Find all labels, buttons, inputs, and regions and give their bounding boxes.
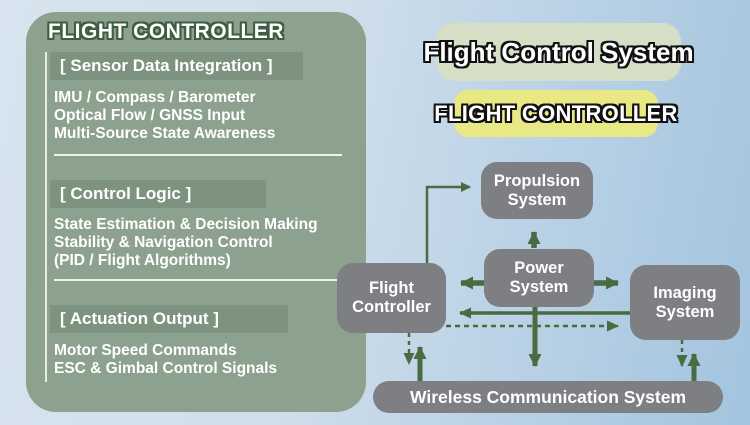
node-imaging-system: Imaging System <box>630 265 740 340</box>
arrow-flight-controller-to-propulsion <box>425 182 471 263</box>
section-divider <box>54 279 342 281</box>
panel-left-rule <box>45 52 47 382</box>
node-power-system: Power System <box>484 249 594 307</box>
flight-controller-badge: FLIGHT CONTROLLER <box>434 90 677 137</box>
sensor-line-3: Multi-Source State Awareness <box>54 125 276 142</box>
sensor-line-1: IMU / Compass / Barometer <box>54 89 256 106</box>
section-header-sensor-data-integration: [ Sensor Data Integration ] <box>50 52 303 80</box>
control-line-3: (PID / Flight Algorithms) <box>54 252 231 269</box>
flight-controller-panel: FLIGHT CONTROLLER [ Sensor Data Integrat… <box>26 12 366 412</box>
section-divider <box>54 154 342 156</box>
section-body-sensor-data-integration: IMU / Compass / Barometer Optical Flow /… <box>54 89 275 143</box>
control-line-1: State Estimation & Decision Making <box>54 216 318 233</box>
section-body-actuation-output: Motor Speed Commands ESC & Gimbal Contro… <box>54 342 277 378</box>
node-wireless-communication-system: Wireless Communication System <box>373 381 723 413</box>
actuation-line-1: Motor Speed Commands <box>54 342 237 359</box>
panel-title: FLIGHT CONTROLLER <box>48 20 284 43</box>
control-line-2: Stability & Navigation Control <box>54 234 273 251</box>
actuation-line-2: ESC & Gimbal Control Signals <box>54 360 278 377</box>
section-header-actuation-output: [ Actuation Output ] <box>50 305 288 333</box>
flight-control-system-badge: Flight Control System <box>423 23 694 81</box>
section-body-control-logic: State Estimation & Decision Making Stabi… <box>54 216 318 270</box>
node-propulsion-system: Propulsion System <box>481 162 593 219</box>
section-header-control-logic: [ Control Logic ] <box>50 180 266 208</box>
node-flight-controller: Flight Controller <box>337 263 446 333</box>
sensor-line-2: Optical Flow / GNSS Input <box>54 107 246 124</box>
